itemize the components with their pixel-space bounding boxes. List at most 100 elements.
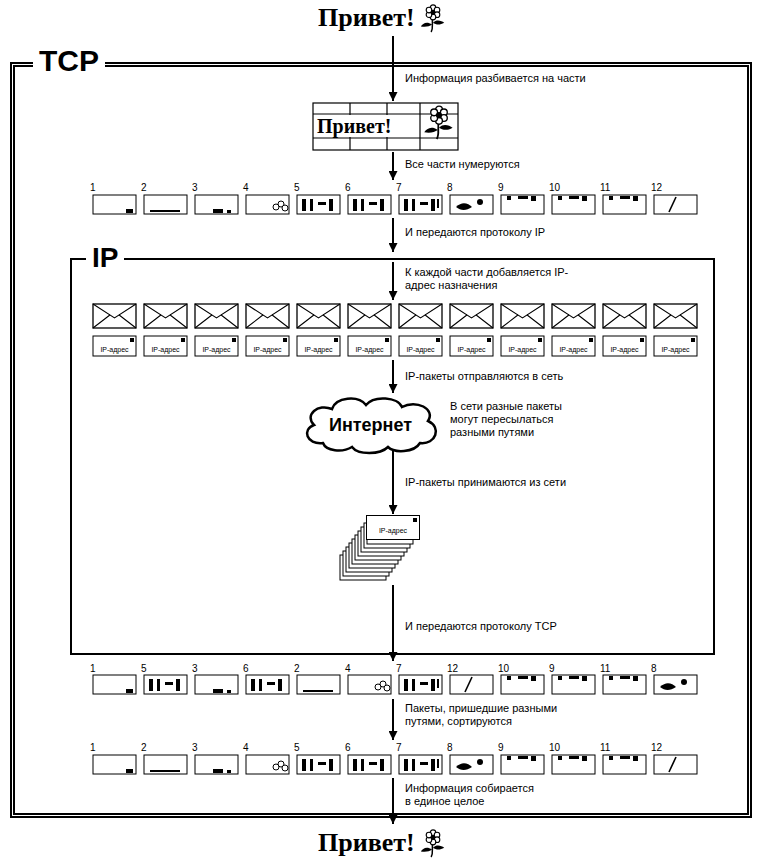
part-box bbox=[93, 195, 136, 214]
grid-line bbox=[419, 103, 420, 150]
part-box bbox=[603, 755, 646, 774]
stamp-box bbox=[144, 336, 187, 356]
fragment-mark bbox=[620, 676, 630, 679]
fragment-mark bbox=[213, 769, 223, 773]
fragment-mark bbox=[267, 682, 275, 685]
envelope bbox=[603, 304, 646, 328]
fragment-mark bbox=[431, 679, 435, 691]
stamp-box bbox=[348, 336, 391, 356]
part-number: 10 bbox=[498, 663, 509, 674]
part-number: 2 bbox=[141, 182, 147, 193]
fragment-mark bbox=[157, 679, 160, 691]
stamp-mark bbox=[487, 338, 491, 342]
ip-address-stamp: IP-адрес bbox=[654, 336, 697, 354]
part-number: 1 bbox=[90, 742, 96, 753]
cloud-label: Интернет bbox=[329, 414, 412, 436]
envelope bbox=[144, 304, 187, 328]
part-row bbox=[93, 675, 697, 694]
part-box bbox=[297, 675, 340, 694]
part-number: 4 bbox=[243, 182, 249, 193]
part-number: 5 bbox=[294, 742, 300, 753]
fragment-mark bbox=[213, 209, 223, 213]
ip-address-stamp: IP-адрес bbox=[552, 336, 595, 354]
fragment-mark bbox=[569, 756, 579, 759]
fragment-mark bbox=[531, 756, 536, 761]
part-number: 3 bbox=[192, 742, 198, 753]
part-box bbox=[195, 755, 238, 774]
stamp-box bbox=[93, 336, 136, 356]
part-number: 10 bbox=[549, 742, 560, 753]
cloud-note: В сети разные пакеты могут пересылаться … bbox=[450, 400, 585, 439]
flower-picture bbox=[421, 5, 444, 32]
fragment-mark bbox=[633, 756, 638, 761]
fragment-mark bbox=[477, 759, 483, 765]
ip-address-stamp: IP-адрес bbox=[399, 336, 442, 354]
part-box bbox=[450, 195, 493, 214]
part-number: 8 bbox=[651, 663, 657, 674]
part-number: 12 bbox=[651, 742, 662, 753]
stamp-box bbox=[399, 336, 442, 356]
step-note: И передаются протоколу IP bbox=[405, 226, 545, 239]
fragment-mark bbox=[126, 769, 133, 773]
greeting-text: Привет! bbox=[318, 828, 415, 858]
stamp-mark bbox=[385, 338, 389, 342]
step-note: Все части нумеруются bbox=[405, 158, 520, 171]
step-note: Информация собирается в единое целое bbox=[405, 782, 536, 808]
fragment-mark bbox=[558, 756, 562, 760]
part-number: 6 bbox=[243, 663, 249, 674]
fragment-mark bbox=[669, 757, 676, 772]
part-row bbox=[93, 195, 697, 214]
packet-card: IP-адрес bbox=[366, 515, 420, 540]
stamp-mark bbox=[232, 338, 236, 342]
envelope bbox=[552, 304, 595, 328]
fragment-mark bbox=[531, 196, 536, 201]
fragment-mark bbox=[681, 679, 687, 685]
fragment-mark bbox=[518, 196, 528, 199]
fragment-mark bbox=[126, 689, 133, 693]
stamp-mark bbox=[589, 338, 593, 342]
part-number: 5 bbox=[141, 663, 147, 674]
envelope-flap bbox=[348, 304, 391, 328]
flow-arrow bbox=[392, 36, 394, 101]
packet-rows bbox=[93, 195, 697, 774]
fragment-mark bbox=[531, 676, 536, 681]
part-number: 1 bbox=[90, 182, 96, 193]
split-grid bbox=[313, 103, 458, 150]
part-number: 12 bbox=[447, 663, 458, 674]
fragment-mark bbox=[318, 202, 326, 205]
envelope-flap bbox=[399, 304, 442, 328]
part-box bbox=[501, 675, 544, 694]
part-box bbox=[348, 675, 391, 694]
fragment-mark bbox=[582, 196, 587, 201]
ip-address-stamp: IP-адрес bbox=[93, 336, 136, 354]
fragment-mark bbox=[412, 759, 415, 771]
envelope-flap bbox=[195, 304, 238, 328]
fragment-mark bbox=[620, 756, 630, 759]
part-number: 7 bbox=[396, 663, 402, 674]
fragment-mark bbox=[412, 679, 415, 691]
part-box bbox=[603, 675, 646, 694]
part-box bbox=[144, 195, 187, 214]
ip-address-stamp: IP-адрес bbox=[348, 336, 391, 354]
envelope-flap bbox=[93, 304, 136, 328]
fragment-mark bbox=[569, 676, 579, 679]
ip-address-stamp: IP-адрес bbox=[144, 336, 187, 354]
fragment-mark bbox=[126, 209, 133, 213]
part-number: 3 bbox=[192, 182, 198, 193]
fragment-mark bbox=[150, 770, 180, 772]
part-box bbox=[246, 755, 289, 774]
ip-address-stamp: IP-адрес bbox=[297, 336, 340, 354]
part-number: 6 bbox=[345, 182, 351, 193]
fragment-mark bbox=[227, 770, 231, 773]
envelope-flap bbox=[552, 304, 595, 328]
fragment-mark bbox=[384, 685, 390, 691]
part-number: 2 bbox=[141, 742, 147, 753]
fragment-mark bbox=[282, 765, 288, 771]
fragment-mark bbox=[431, 759, 435, 771]
ip-frame: IPИнтернетIP-адрес bbox=[70, 258, 715, 655]
fragment-mark bbox=[380, 199, 384, 211]
envelope-flap bbox=[450, 304, 493, 328]
part-box bbox=[552, 675, 595, 694]
fragment-mark bbox=[620, 196, 630, 199]
part-number: 4 bbox=[345, 663, 351, 674]
